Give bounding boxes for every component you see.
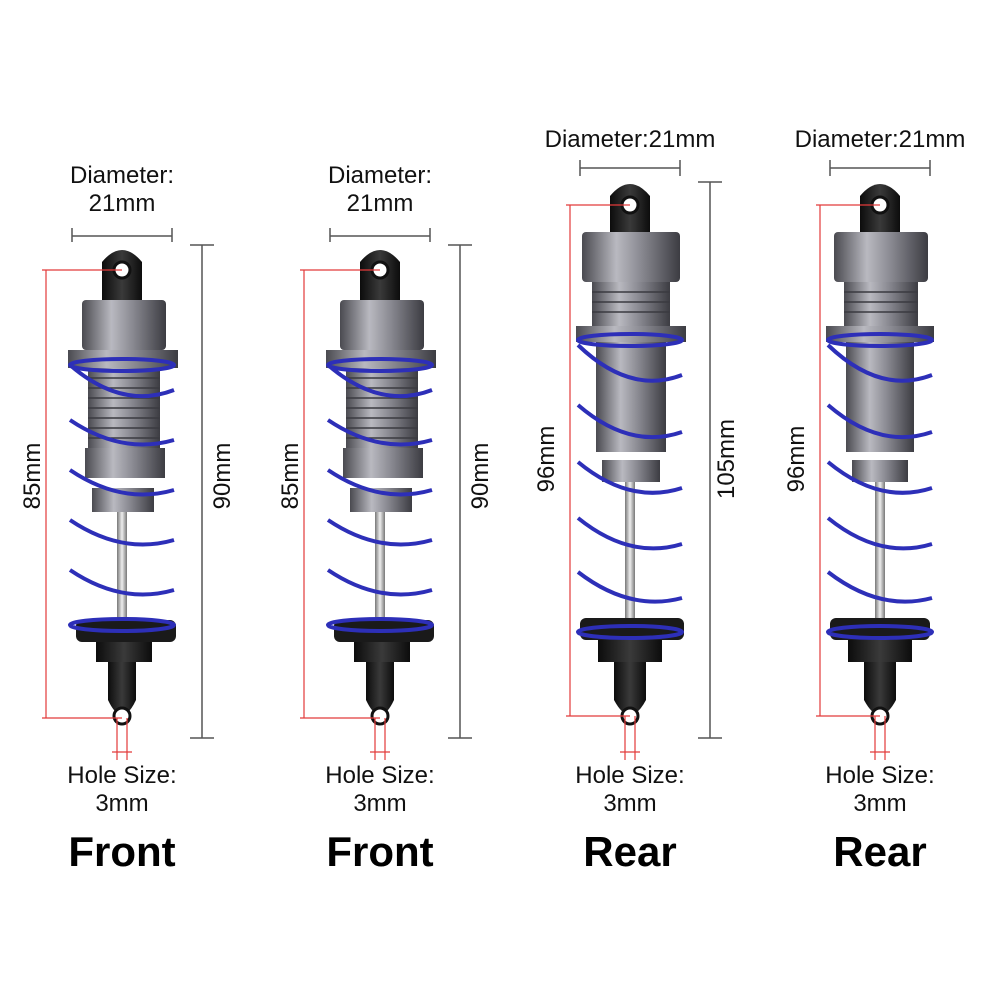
measurement-lines: [42, 160, 931, 760]
rear1-eye-to-eye: 96mm: [533, 425, 560, 493]
rear1-overall-length: 105mm: [713, 418, 740, 500]
rear1-hole-value: 3mm: [603, 790, 657, 817]
front-shock-2: [326, 250, 436, 726]
rear1-position-title: Rear: [583, 828, 677, 875]
front1-hole-label: Hole Size:: [67, 762, 177, 789]
front1-position-title: Front: [68, 828, 176, 875]
rear2-hole-label: Hole Size:: [825, 762, 935, 789]
front2-position-title: Front: [326, 828, 434, 875]
rear-shock-1: [576, 184, 686, 726]
front2-eye-to-eye: 85mm: [277, 442, 304, 510]
rear2-eye-to-eye: 96mm: [783, 425, 810, 493]
front1-diameter-value: 21mm: [88, 190, 156, 217]
front2-diameter-value: 21mm: [346, 190, 414, 217]
rear1-hole-label: Hole Size:: [575, 762, 685, 789]
front2-hole-value: 3mm: [353, 790, 407, 817]
front2-diameter-label: Diameter:: [327, 162, 433, 189]
rear1-diameter: Diameter:21mm: [544, 126, 716, 153]
rear2-diameter: Diameter:21mm: [794, 126, 966, 153]
front1-eye-to-eye: 85mm: [19, 442, 46, 510]
front2-hole-label: Hole Size:: [325, 762, 435, 789]
rear-shock-2: [826, 184, 934, 726]
front1-diameter-label: Diameter:: [69, 162, 175, 189]
front1-overall-length: 90mm: [209, 442, 236, 510]
rear2-hole-value: 3mm: [853, 790, 907, 817]
rear2-position-title: Rear: [833, 828, 927, 875]
front2-overall-length: 90mm: [467, 442, 494, 510]
front-shock-1: [68, 250, 178, 726]
front1-hole-value: 3mm: [95, 790, 149, 817]
